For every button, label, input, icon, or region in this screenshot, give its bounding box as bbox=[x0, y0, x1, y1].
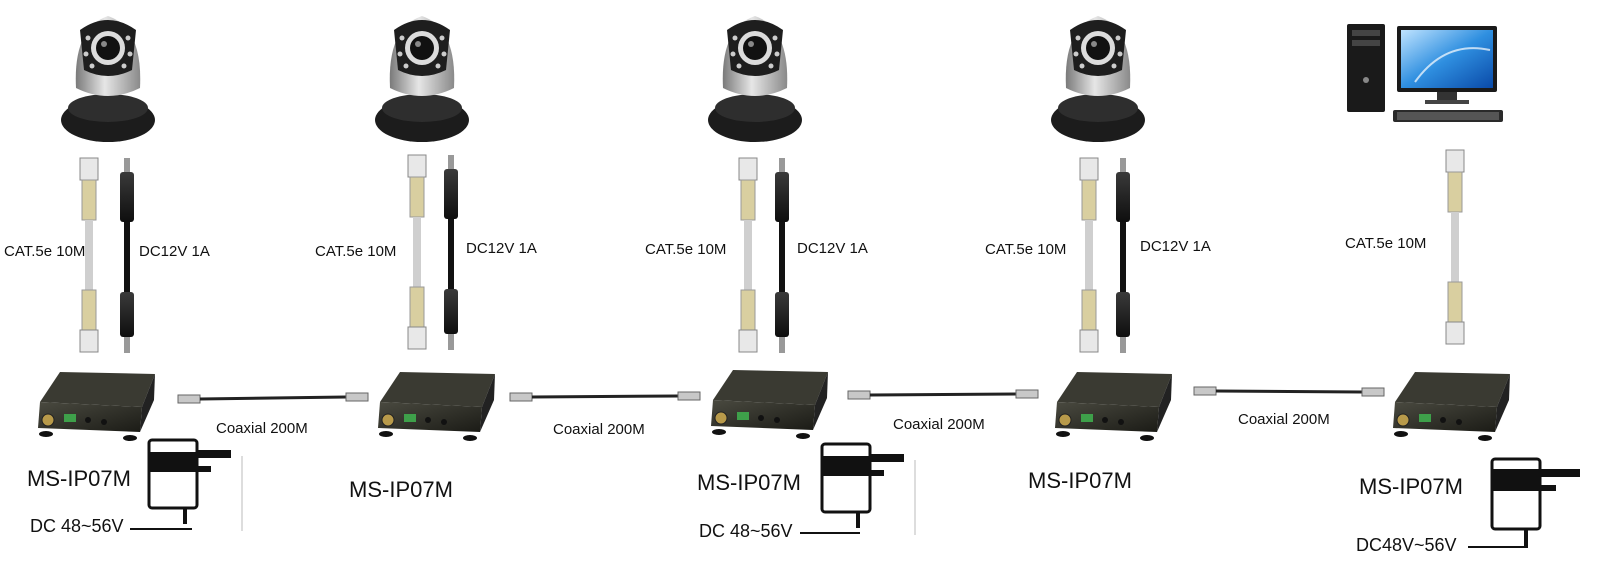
ethernet-label: CAT.5e 10M bbox=[645, 241, 727, 258]
device-model: MS-IP07M bbox=[697, 470, 801, 495]
coaxial-cable-icon bbox=[847, 388, 1039, 402]
device-model: MS-IP07M bbox=[27, 466, 131, 491]
ethernet-label: CAT.5e 10M bbox=[315, 243, 397, 260]
ip-camera-icon bbox=[705, 8, 805, 143]
power-adapter-icon bbox=[818, 440, 918, 535]
coaxial-label: Coaxial 200M bbox=[553, 421, 645, 438]
device-model: MS-IP07M bbox=[1359, 474, 1463, 499]
voltage-label: DC48V~56V bbox=[1356, 535, 1457, 555]
coax-converter-icon bbox=[1385, 362, 1515, 442]
coaxial-label: Coaxial 200M bbox=[1238, 411, 1330, 428]
coaxial-label: Coaxial 200M bbox=[216, 420, 308, 437]
coaxial-label: Coaxial 200M bbox=[893, 416, 985, 433]
ethernet-cable-icon bbox=[76, 157, 102, 353]
leader-line bbox=[130, 528, 192, 530]
dc-power-cable-icon bbox=[1112, 158, 1134, 353]
ethernet-label: CAT.5e 10M bbox=[985, 241, 1067, 258]
leader-line bbox=[1468, 546, 1528, 548]
dc-power-cable-icon bbox=[440, 155, 462, 350]
ip-camera-icon bbox=[1048, 8, 1148, 143]
voltage-label: DC 48~56V bbox=[30, 516, 124, 536]
coaxial-cable-icon bbox=[509, 390, 701, 404]
dc-power-cable-icon bbox=[116, 158, 138, 353]
device-model: MS-IP07M bbox=[349, 477, 453, 502]
dc-power-cable-icon bbox=[771, 158, 793, 353]
power-label: DC12V 1A bbox=[797, 240, 868, 257]
coax-converter-icon bbox=[30, 362, 160, 442]
power-adapter-icon bbox=[145, 436, 245, 531]
power-label: DC12V 1A bbox=[139, 243, 210, 260]
ethernet-cable-icon bbox=[1076, 157, 1102, 353]
leader-line bbox=[800, 532, 860, 534]
ethernet-cable-icon bbox=[1442, 149, 1468, 345]
ip-camera-icon bbox=[58, 8, 158, 143]
coaxial-cable-icon bbox=[177, 392, 369, 406]
coaxial-cable-icon bbox=[1193, 384, 1385, 398]
ethernet-cable-icon bbox=[404, 154, 430, 350]
coax-converter-icon bbox=[703, 360, 833, 440]
coax-converter-icon bbox=[370, 362, 500, 442]
coax-converter-icon bbox=[1047, 362, 1177, 442]
desktop-computer-icon bbox=[1345, 20, 1510, 130]
ethernet-cable-icon bbox=[735, 157, 761, 353]
ethernet-label: CAT.5e 10M bbox=[4, 243, 86, 260]
ip-camera-icon bbox=[372, 8, 472, 143]
device-model: MS-IP07M bbox=[1028, 468, 1132, 493]
power-label: DC12V 1A bbox=[466, 240, 537, 257]
voltage-label: DC 48~56V bbox=[699, 521, 793, 541]
power-label: DC12V 1A bbox=[1140, 238, 1211, 255]
power-adapter-icon bbox=[1488, 455, 1598, 555]
ethernet-label: CAT.5e 10M bbox=[1345, 235, 1427, 252]
